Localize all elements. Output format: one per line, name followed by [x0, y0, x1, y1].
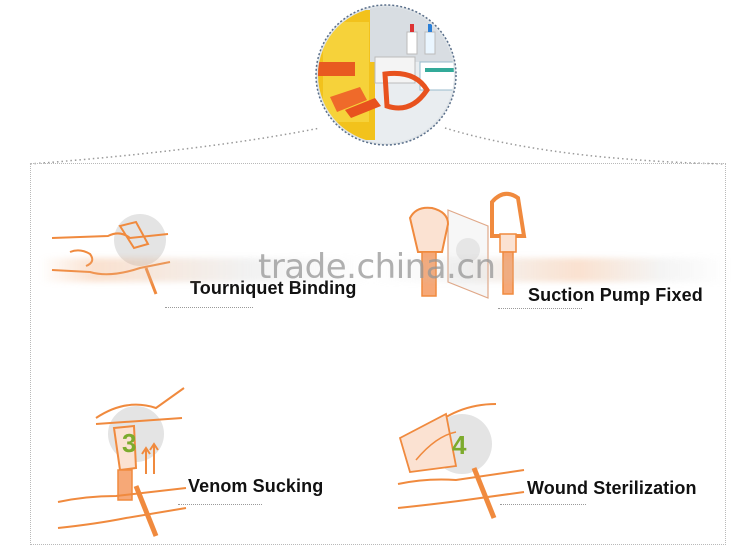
step-2-leader — [498, 308, 582, 309]
step-4-label: Wound Sterilization — [527, 478, 697, 498]
step-3-leader — [178, 504, 262, 505]
steps-panel — [30, 163, 726, 545]
snake-bite-kit-photo — [315, 4, 457, 146]
photo-connector — [29, 127, 727, 165]
step-4-leader — [500, 504, 586, 505]
hand-tourniquet-icon — [51, 214, 171, 295]
step-1-label: Tourniquet Binding — [190, 278, 357, 298]
watermark: trade.china.cn — [258, 247, 496, 287]
venom-sucking-icon — [57, 387, 187, 537]
step-3-label: Venom Sucking — [188, 476, 324, 496]
watermark-band — [40, 258, 730, 282]
step-4-number: 4 — [452, 430, 467, 460]
step-3-number: 3 — [122, 428, 137, 458]
step-1-leader — [165, 307, 253, 308]
suction-pump-icon — [408, 191, 527, 299]
step-2-label: Suction Pump Fixed — [528, 285, 703, 305]
wound-sterilization-icon — [397, 403, 525, 519]
